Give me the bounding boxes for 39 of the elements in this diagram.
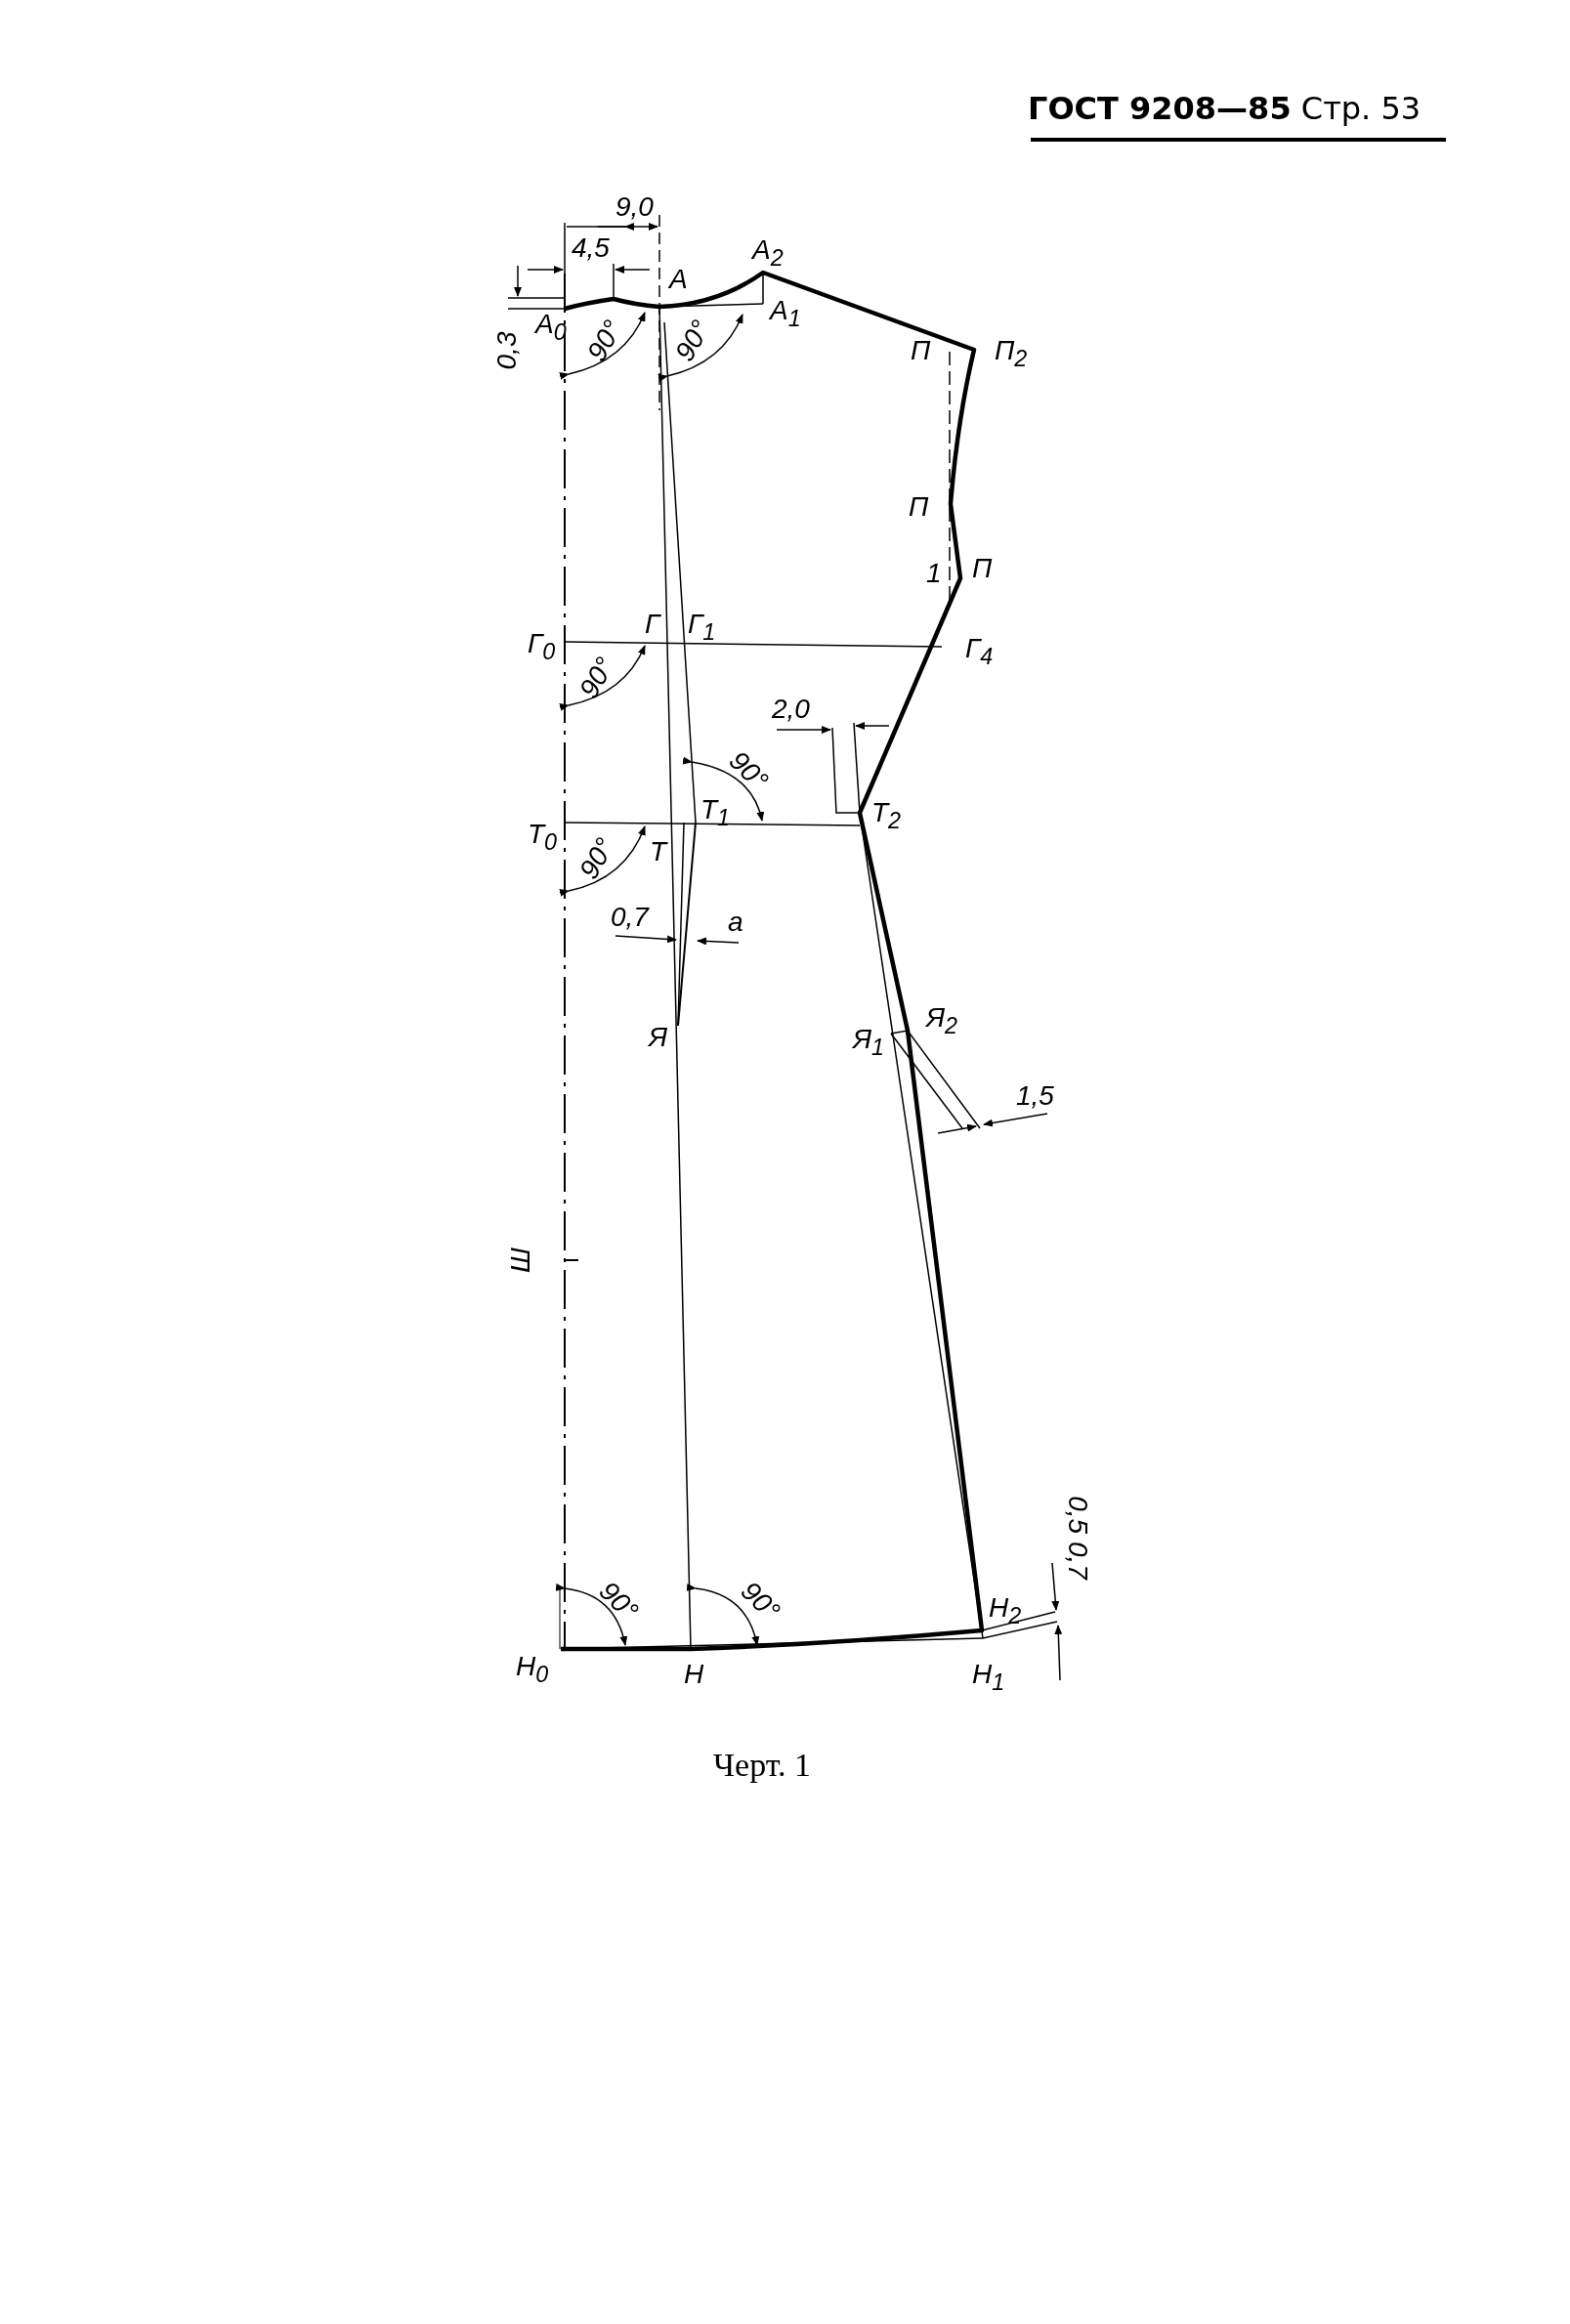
dimension-value: 9,0 [615,193,654,221]
point-label: Г$_{4}$ [965,635,994,668]
point-label: А$_{2}$ [752,236,784,270]
point-label: Т$_{0}$ [528,821,558,854]
point-label: П$_{2}$ [995,337,1028,370]
angle-label: 90° [582,316,627,366]
point-label: П [911,337,931,364]
point-label: Я$_{2}$ [926,1004,958,1037]
point-label: Н [684,1661,704,1688]
point-label: А$_{1}$ [770,297,801,330]
point-label: Н$_{1}$ [972,1661,1005,1694]
point-label: П [972,555,993,582]
angle-label: 90° [736,1577,785,1626]
page-header: ГОСТ 9208—85 Стр. 53 [1028,90,1421,127]
dimension-value: 0,3 [493,331,522,370]
dimension-value: 2,0 [772,696,810,723]
point-label: Я$_{1}$ [853,1026,885,1059]
angle-label: 90° [724,746,774,795]
point-label: а [728,908,743,936]
point-label: П [909,493,929,521]
point-label: А [669,266,688,293]
point-label: Г$_{0}$ [528,630,556,663]
point-label: Ш [506,1247,534,1273]
angle-label: 90° [574,833,619,884]
dimension-value: 0,7 [611,904,649,931]
dimension-value: 4,5 [572,234,610,262]
point-label: Я [649,1024,668,1051]
dimension-value: 1,5 [1016,1082,1054,1110]
figure-caption: Черт. 1 [713,1747,812,1784]
dimension-value: 0,5 0,7 [1063,1496,1091,1580]
point-label: Т$_{2}$ [871,799,902,832]
point-label: Т [650,838,667,866]
point-label: 1 [926,560,942,587]
point-label: Н$_{0}$ [516,1653,549,1686]
angle-label: 90° [670,316,715,366]
angle-label: 90° [574,653,619,703]
point-label: Г [645,611,660,638]
point-label: Г$_{1}$ [688,611,716,644]
angle-label: 90° [594,1577,644,1626]
